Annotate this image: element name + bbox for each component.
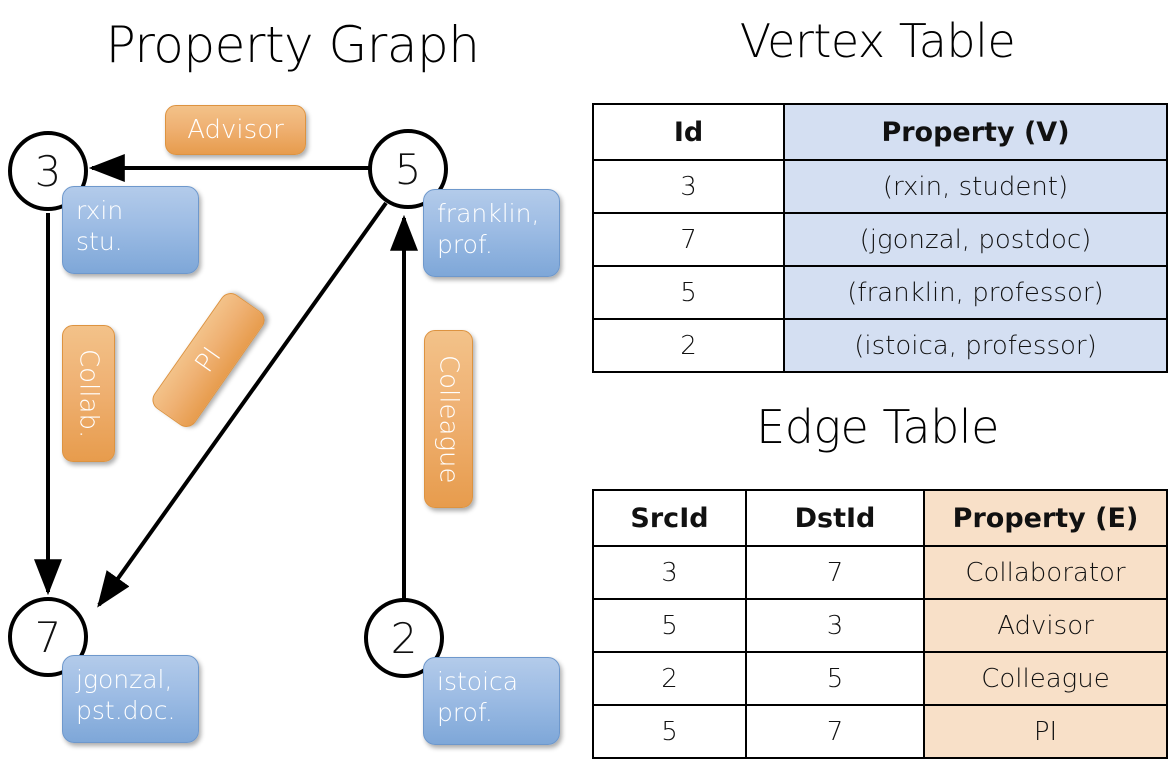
cell-property: Collaborator <box>923 545 1168 600</box>
cell-property: PI <box>923 704 1168 759</box>
cell-id: 7 <box>592 212 785 267</box>
vertex-property-line: istoica <box>437 667 519 696</box>
vertex-property-line: stu. <box>76 226 123 256</box>
cell-property: (jgonzal, postdoc) <box>783 212 1168 267</box>
column-header-id: Id <box>592 103 785 161</box>
vertex-property-line: franklin, <box>437 199 540 228</box>
table-row: 7 (jgonzal, postdoc) <box>592 212 1168 267</box>
vertex-node-2[interactable]: 2 <box>364 598 444 678</box>
cell-dstid: 7 <box>745 545 925 600</box>
edge-label-collab[interactable]: Collab. <box>62 325 115 462</box>
cell-srcid: 5 <box>592 598 747 653</box>
cell-srcid: 5 <box>592 704 747 759</box>
vertex-property-box-2[interactable]: istoica prof. <box>423 657 560 745</box>
cell-property: Advisor <box>923 598 1168 653</box>
page-title-property-graph: Property Graph <box>105 16 480 74</box>
cell-dstid: 7 <box>745 704 925 759</box>
table-row: 3 7 Collaborator <box>592 545 1168 600</box>
vertex-property-box-7[interactable]: jgonzal, pst.doc. <box>62 655 199 743</box>
table-row: 3 (rxin, student) <box>592 159 1168 214</box>
vertex-property-box-5[interactable]: franklin, prof. <box>423 189 560 277</box>
table-header-row: Id Property (V) <box>592 103 1168 161</box>
page-title-edge-table: Edge Table <box>756 400 999 454</box>
vertex-node-5[interactable]: 5 <box>368 129 448 209</box>
cell-dstid: 3 <box>745 598 925 653</box>
table-header-row: SrcId DstId Property (E) <box>592 489 1168 547</box>
vertex-property-line: rxin <box>76 196 124 225</box>
vertex-property-box-3[interactable]: rxin stu. <box>62 186 199 274</box>
table-row: 5 3 Advisor <box>592 598 1168 653</box>
vertex-property-line: pst.doc. <box>76 695 176 725</box>
cell-id: 2 <box>592 318 785 373</box>
cell-id: 3 <box>592 159 785 214</box>
cell-property: (rxin, student) <box>783 159 1168 214</box>
column-header-srcid: SrcId <box>592 489 747 547</box>
cell-property: Colleague <box>923 651 1168 706</box>
page-title-vertex-table: Vertex Table <box>739 14 1016 68</box>
edge-label-advisor[interactable]: Advisor <box>165 105 306 155</box>
table-row: 2 5 Colleague <box>592 651 1168 706</box>
column-header-property-v: Property (V) <box>783 103 1168 161</box>
cell-srcid: 2 <box>592 651 747 706</box>
edge-table: SrcId DstId Property (E) 3 7 Collaborato… <box>592 489 1168 759</box>
vertex-property-line: jgonzal, <box>76 665 173 694</box>
table-row: 5 (franklin, professor) <box>592 265 1168 320</box>
cell-srcid: 3 <box>592 545 747 600</box>
vertex-property-line: prof. <box>437 229 493 259</box>
table-row: 5 7 PI <box>592 704 1168 759</box>
column-header-dstid: DstId <box>745 489 925 547</box>
edge-label-colleague[interactable]: Colleague <box>424 330 473 508</box>
table-row: 2 (istoica, professor) <box>592 318 1168 373</box>
graph-edge-arrows <box>34 154 418 612</box>
edge-5-to-7 <box>97 201 388 608</box>
vertex-property-line: prof. <box>437 697 493 727</box>
cell-id: 5 <box>592 265 785 320</box>
cell-dstid: 5 <box>745 651 925 706</box>
column-header-property-e: Property (E) <box>923 489 1168 547</box>
cell-property: (istoica, professor) <box>783 318 1168 373</box>
vertex-table: Id Property (V) 3 (rxin, student) 7 (jgo… <box>592 103 1168 373</box>
cell-property: (franklin, professor) <box>783 265 1168 320</box>
